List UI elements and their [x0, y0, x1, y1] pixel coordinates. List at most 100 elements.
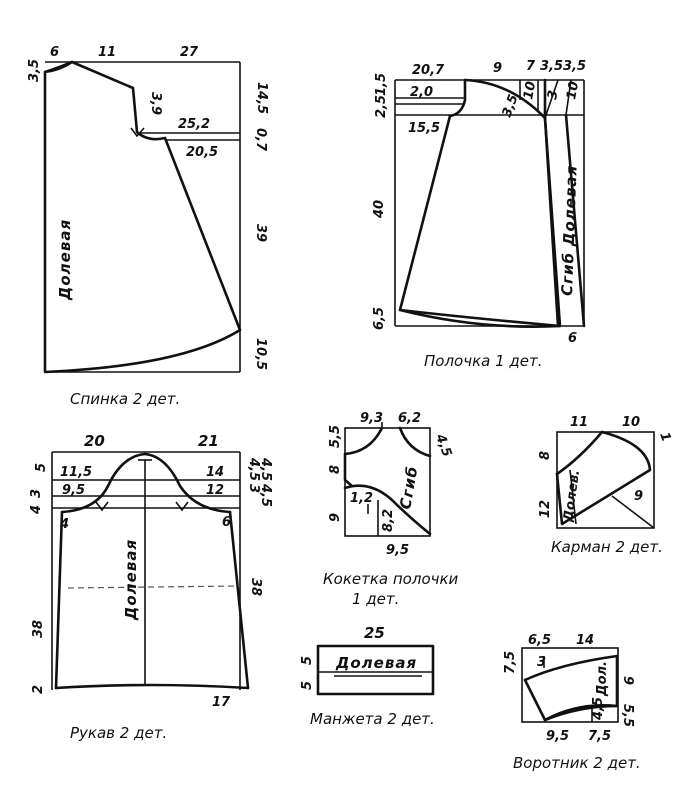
pocket-dim-left-8: 8 [538, 451, 553, 460]
front-dim-small-b: 10 [521, 80, 539, 100]
front-dim-width-lower: 15,5 [408, 121, 440, 136]
sleeve-dim-right-45c: 4,5 [258, 483, 273, 507]
collar-dim-right-55: 5,5 [620, 704, 635, 727]
yoke-dim-left-55: 5,5 [328, 425, 343, 448]
sleeve-dim-top-left: 20 [84, 432, 105, 450]
back-dim-top-left: 6 [50, 45, 59, 60]
collar-dim-inner-45: 4,5 [591, 697, 606, 721]
sleeve-dim-right-3: 3 [246, 484, 261, 493]
yoke-armhole [343, 452, 354, 488]
back-dim-right-long: 39 [253, 224, 268, 242]
sleeve-dim-top-right: 21 [198, 432, 219, 450]
sleeve-elbow-line [67, 585, 241, 589]
sleeve-cap-curve [60, 452, 232, 514]
front-dim-top-mid: 9 [493, 61, 502, 76]
collar-dim-top-left: 6,5 [528, 633, 551, 648]
back-dim-top-right: 27 [180, 45, 199, 60]
front-neck-curve [448, 78, 467, 118]
back-dim-armhole-width: 25,2 [178, 117, 210, 132]
back-dim-left-neck: 3,5 [27, 59, 42, 82]
front-caption: Полочка 1 дет. [424, 352, 543, 370]
yoke-piece: 9,3 6,2 5,5 4,5 8 9 1,2 8,2 9,5 Сгиб Кок… [323, 411, 459, 608]
sleeve-dim-bottom-left: 2 [31, 685, 46, 694]
pocket-piece: 11 10 1 8 12 9 Долев. Карман 2 дет. [538, 415, 673, 556]
pocket-dim-left-12: 12 [538, 500, 553, 518]
sleeve-notch-left [95, 501, 109, 512]
front-fold-line-b [564, 113, 586, 328]
yoke-shoulder-curve [398, 426, 432, 458]
pocket-grain-label: Долев. [561, 469, 583, 524]
yoke-dim-left-9: 9 [328, 513, 343, 522]
yoke-dim-right-45: 4,5 [432, 431, 454, 459]
sleeve-dim-right-45b: 4,5 [258, 457, 273, 481]
yoke-dim-inner-12: 1,2 [350, 491, 373, 506]
pocket-caption: Карман 2 дет. [551, 538, 663, 556]
sleeve-dim-row2-right: 12 [206, 483, 224, 498]
yoke-caption-line2: 1 дет. [352, 590, 399, 608]
front-dim-left-long: 40 [372, 200, 387, 219]
sleeve-dim-inner-left: 4 [59, 517, 69, 532]
back-outline [43, 60, 242, 374]
pocket-top-curve [555, 430, 604, 476]
collar-dim-bottom-right: 7,5 [588, 729, 611, 744]
front-dim-left-a: 1,5 [374, 73, 389, 96]
sleeve-dim-left-3: 3 [29, 489, 44, 498]
back-caption: Спинка 2 дет. [70, 390, 180, 408]
sleeve-dim-inner-right: 6 [222, 515, 231, 530]
front-dim-small-d: 10 [564, 80, 582, 100]
sleeve-dim-row2-left: 9,5 [62, 483, 85, 498]
front-piece: 20,7 9 7 3,5 3,5 1,5 2,5 2,0 15,5 3,5 10… [372, 59, 586, 370]
cuff-grain-label: Долевая [335, 654, 417, 672]
pocket-edge-line [569, 469, 577, 525]
collar-top-curve [523, 654, 619, 682]
back-notch-mark [130, 127, 145, 138]
collar-caption: Воротник 2 дет. [513, 754, 641, 772]
sleeve-right-seam [228, 510, 250, 690]
collar-grain-label: Дол. [595, 661, 610, 697]
sleeve-hem-curve [54, 683, 250, 690]
sleeve-dim-right-45a: 4,5 [246, 457, 261, 481]
yoke-dim-top-right: 6,2 [398, 411, 421, 426]
cuff-piece: 25 5 5 Долевая Манжета 2 дет. [300, 624, 435, 728]
back-dim-right-upper: 14,5 [254, 82, 269, 114]
collar-piece: 6,5 14 7,5 3 9 5,5 4,5 9,5 7,5 Дол. Воро… [503, 633, 641, 772]
front-dim-left-bottom: 6,5 [372, 307, 387, 330]
cuff-frame [316, 644, 435, 696]
front-dim-top-left: 20,7 [412, 63, 445, 78]
back-dim-right-small: 0,7 [253, 128, 268, 152]
front-outline [398, 78, 562, 328]
pocket-dim-top-left: 11 [570, 415, 588, 430]
front-dim-top-b: 3,5 [540, 59, 563, 74]
front-dim-top-c: 3,5 [563, 59, 586, 74]
collar-dim-small: 3 [537, 655, 546, 670]
cuff-dim-top: 25 [364, 624, 385, 642]
front-dim-bottom-right: 6 [568, 331, 577, 346]
yoke-neck-curve [343, 426, 384, 456]
collar-dim-right-9: 9 [620, 676, 635, 685]
cuff-dim-left-a: 5 [300, 656, 315, 665]
back-neck-curve [43, 60, 74, 74]
sleeve-notch-right [175, 501, 189, 512]
back-dim-neck-drop: 3,9 [148, 92, 163, 115]
yoke-dim-top-left: 9,3 [360, 411, 383, 426]
yoke-lower-curve [343, 484, 432, 536]
front-fold-top-a [544, 79, 559, 119]
cuff-dim-left-b: 5 [300, 681, 315, 690]
back-grain-label: Долевая [56, 219, 74, 301]
sleeve-dim-row1-left: 11,5 [60, 465, 92, 480]
front-dim-small-a: 3,5 [500, 93, 522, 120]
cuff-caption: Манжета 2 дет. [310, 710, 435, 728]
pocket-diagonal [611, 495, 655, 529]
back-dim-top-mid: 11 [98, 45, 116, 60]
sleeve-dim-right-long: 38 [248, 578, 263, 596]
yoke-dim-bottom: 9,5 [386, 543, 409, 558]
front-dim-left-b: 2,5 [374, 95, 389, 118]
front-fold-line-a [543, 116, 560, 328]
collar-dim-left: 7,5 [503, 651, 518, 674]
pocket-outline [555, 430, 652, 526]
yoke-frame [344, 427, 431, 537]
sleeve-piece: 20 21 5 3 4 11,5 9,5 14 12 4,5 4,5 3 4,5… [29, 432, 273, 742]
pocket-dim-top-right: 10 [622, 415, 640, 430]
front-dim-width-upper: 2,0 [410, 85, 433, 100]
